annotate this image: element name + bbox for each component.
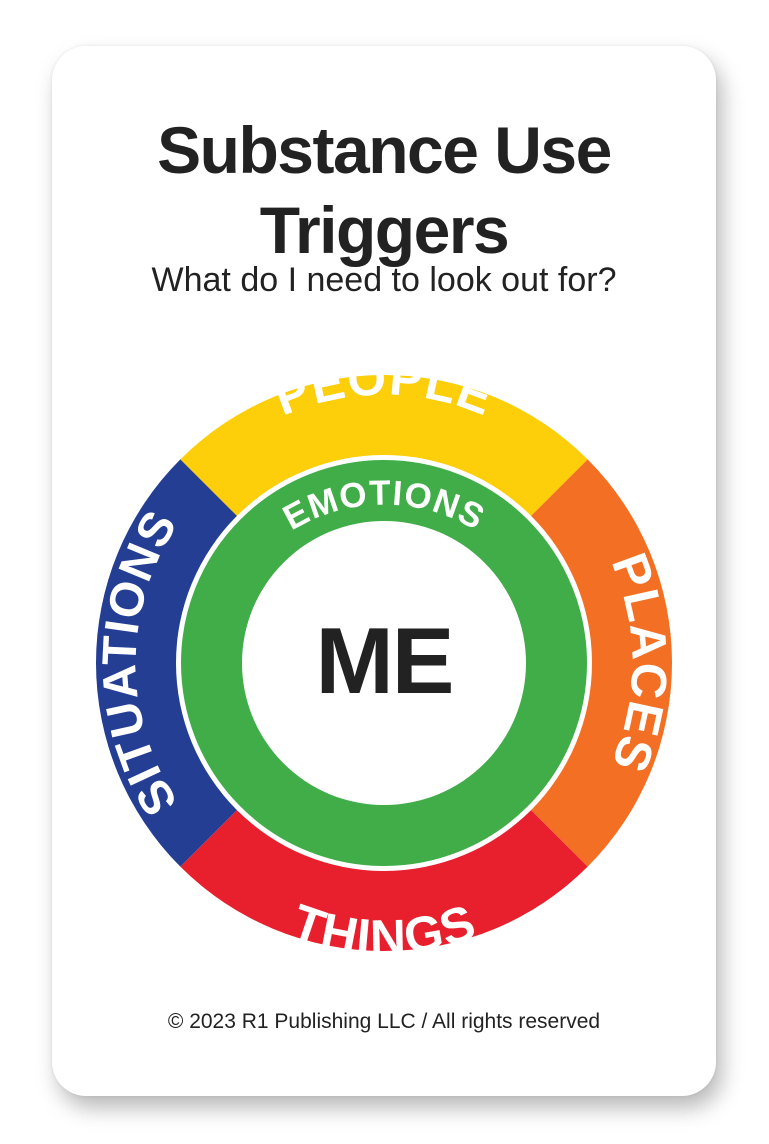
center-circle	[242, 521, 526, 805]
segment-things	[180, 810, 588, 952]
trigger-card: Substance Use Triggers What do I need to…	[52, 46, 716, 1096]
copyright-footer: © 2023 R1 Publishing LLC / All rights re…	[167, 1010, 601, 1033]
segment-places	[531, 459, 673, 867]
title-line-2: Triggers	[259, 193, 510, 267]
title-line-1: Substance Use	[157, 113, 612, 187]
label-me: ME	[316, 608, 453, 713]
trigger-wheel-diagram: PEOPLE PLACES THINGS SITUATIONS EMOTIONS…	[93, 349, 677, 966]
segment-people	[180, 374, 588, 516]
segment-situations	[95, 459, 237, 867]
card-subtitle: What do I need to look out for?	[151, 261, 617, 299]
card-title: Substance Use Triggers	[52, 110, 716, 270]
